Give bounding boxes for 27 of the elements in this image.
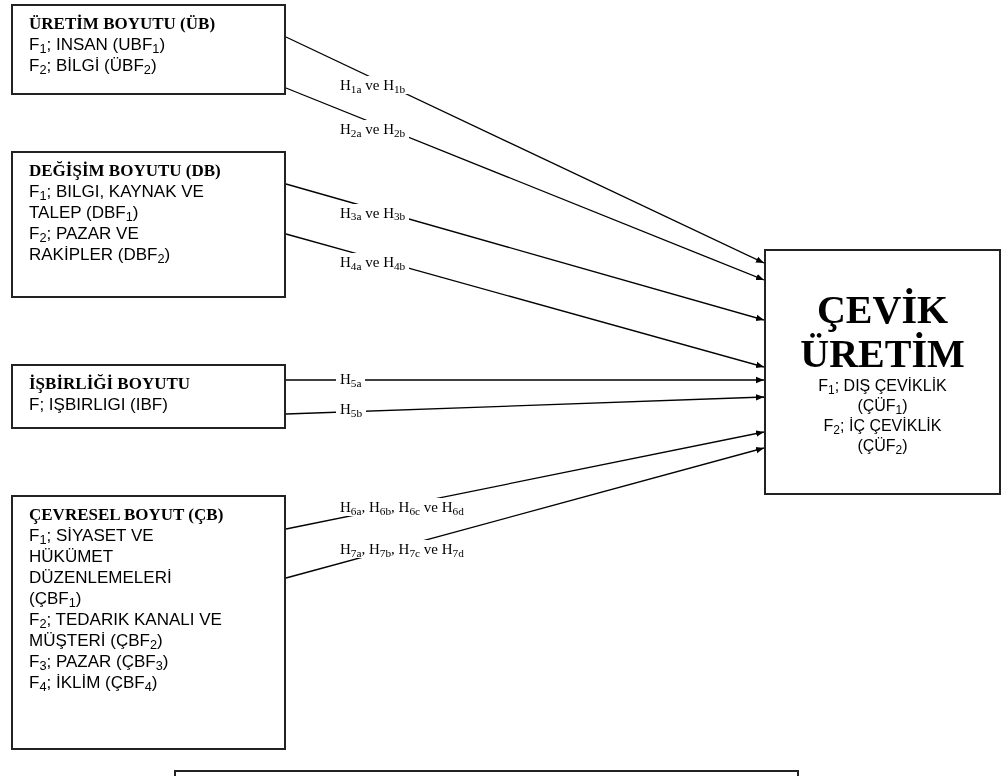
box-title: ÇEVİK ÜRETİM [799, 288, 966, 376]
arrow [285, 87, 765, 281]
factor-text: F$_{2}$; BİLGİ (ÜBF$_{2}$) [29, 55, 158, 76]
arrow [285, 233, 765, 368]
factor-text: F$_{2}$; TEDARIK KANALI VE MÜŞTERİ (ÇBF$_{2}$) [29, 609, 223, 651]
factor-text: F$_{1}$; DIŞ ÇEVİKLİK (ÇÜF$_{1}$) [817, 376, 948, 416]
factor-text: F$_{1}$; BILGI, KAYNAK VE TALEP (DBF$_{1}$) [29, 181, 205, 223]
box-title: ÇEVRESEL BOYUT (ÇB) [29, 505, 225, 525]
box-title: DEĞİŞİM BOYUTU (DB) [29, 161, 222, 181]
box-title: ÜRETİM BOYUTU (ÜB) [29, 14, 217, 34]
factor-text: F$_{4}$; İKLİM (ÇBF$_{4}$) [29, 672, 159, 693]
factor-text: F$_{3}$; PAZAR (ÇBF$_{3}$) [29, 651, 170, 672]
factor-text: F$_{2}$; İÇ ÇEVİKLİK (ÇÜF$_{2}$) [822, 416, 943, 456]
arrow [285, 394, 765, 415]
arrow [285, 376, 765, 384]
box-title: İŞBİRLİĞİ BOYUTU [29, 374, 192, 394]
arrow [285, 183, 765, 321]
dimension-box [11, 4, 286, 95]
factor-text: F$_{2}$; PAZAR VE RAKİPLER (DBF$_{2}$) [29, 223, 172, 265]
dimension-box [11, 495, 286, 750]
factor-text: F$_{1}$; INSAN (UBF$_{1}$) [29, 34, 167, 55]
dimension-box [11, 151, 286, 298]
factor-text: F; IŞBIRLIGI (IBF) [29, 394, 169, 415]
factor-text: F$_{1}$; SİYASET VE HÜKÜMET DÜZENLEMELERİ (ÇBF$_{1}$) [29, 525, 173, 609]
target-box [764, 249, 1001, 495]
arrow [285, 36, 765, 264]
dimension-box [11, 364, 286, 429]
